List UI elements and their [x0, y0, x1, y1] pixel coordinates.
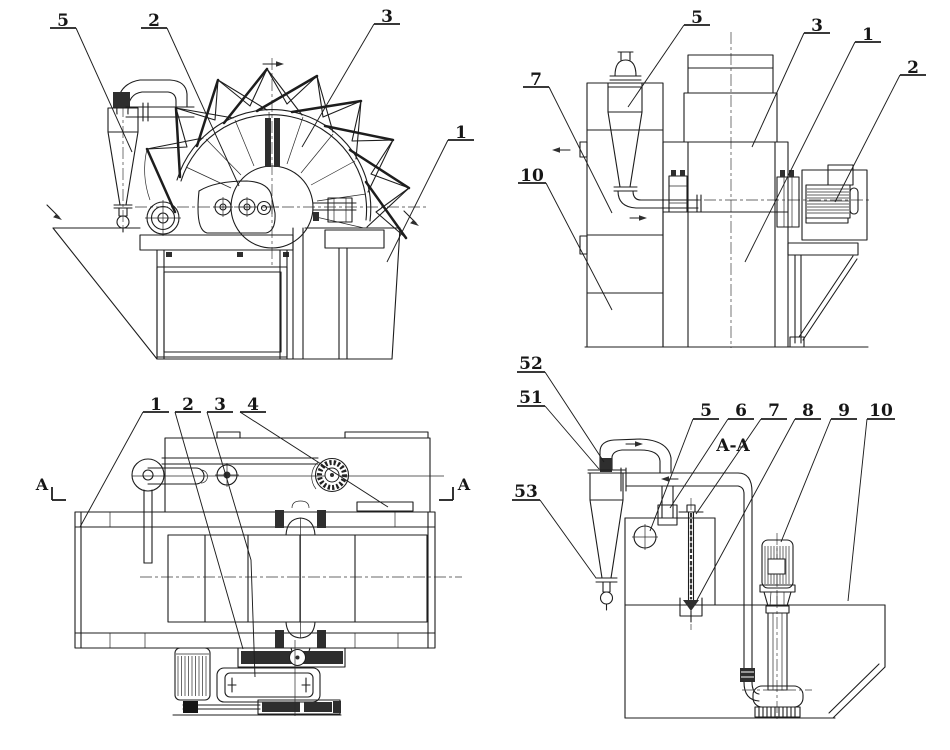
leader-section-10 — [847, 418, 868, 602]
duct-flange-hatch — [113, 92, 130, 108]
leader-front-3 — [301, 23, 375, 148]
base-stand — [139, 234, 294, 360]
plan-body — [74, 511, 436, 649]
front-callouts: 5 2 3 1 — [50, 7, 474, 263]
leader-section-53 — [539, 499, 597, 579]
fan-motor — [776, 164, 868, 241]
leader-plan-3 — [206, 411, 256, 678]
plan-pulley — [131, 458, 208, 564]
leader-side-10 — [545, 182, 613, 311]
leader-plan-2 — [174, 411, 244, 650]
label-front-1: 1 — [455, 123, 467, 143]
section-duct — [599, 438, 760, 702]
pipe-coupling — [740, 668, 755, 682]
section-callouts: 52 51 53 5 6 7 8 9 10 — [512, 354, 895, 602]
view-front: 5 2 3 1 — [46, 7, 474, 360]
leader-section-51 — [544, 405, 600, 470]
label-plan-3: 3 — [214, 395, 226, 415]
label-section-8: 8 — [802, 401, 814, 421]
feed-chute-strip — [265, 118, 271, 167]
view-side: 7 10 5 3 1 2 — [518, 8, 926, 348]
section-pump — [742, 539, 812, 718]
leader-plan-4 — [239, 411, 389, 508]
label-plan-1: 1 — [150, 395, 162, 415]
label-side-2: 2 — [907, 58, 919, 78]
hopper-tank — [52, 227, 401, 360]
pump-volute — [752, 685, 804, 708]
section-title: A-A — [715, 436, 750, 456]
drive-motor-pulley — [145, 200, 181, 236]
label-section-6: 6 — [735, 401, 747, 421]
label-front-3: 3 — [381, 7, 393, 27]
label-section-52: 52 — [519, 354, 543, 374]
output-shaft-bearing — [312, 197, 357, 223]
fan-tower — [662, 54, 789, 348]
separator-box — [552, 82, 664, 348]
label-side-10: 10 — [520, 166, 544, 186]
label-section-9: 9 — [838, 401, 850, 421]
feed-chute-strip — [274, 118, 280, 167]
motor-support — [584, 242, 869, 348]
label-plan-4: 4 — [247, 395, 259, 415]
gearbox — [197, 180, 276, 234]
leader-section-7 — [695, 418, 762, 515]
label-plan-2: 2 — [182, 395, 194, 415]
leader-side-7 — [548, 86, 613, 214]
bucket-wheel — [144, 67, 411, 249]
side-cyclone — [607, 51, 702, 221]
motor-fins — [807, 188, 849, 214]
section-cut-marks: A A — [35, 475, 471, 501]
flow-arrows — [46, 61, 419, 226]
label-section-7: 7 — [768, 401, 780, 421]
section-tank — [624, 517, 886, 719]
fines-cyclone — [107, 79, 195, 233]
plan-bearings — [275, 500, 326, 659]
label-front-5: 5 — [57, 11, 69, 31]
plan-motor-fins — [177, 656, 207, 696]
leader-plan-1 — [79, 411, 144, 528]
label-section-53: 53 — [514, 482, 538, 502]
leader-side-5 — [627, 24, 685, 108]
leader-section-6 — [669, 418, 729, 509]
plan-deck — [132, 431, 444, 513]
bucket-braces — [146, 68, 410, 228]
label-side-5: 5 — [691, 8, 703, 28]
leader-side-2 — [834, 74, 901, 203]
leader-side-1 — [744, 41, 856, 263]
view-section: A-A — [512, 354, 895, 722]
plan-idler — [215, 463, 239, 487]
label-section-5: 5 — [700, 401, 712, 421]
label-side-7: 7 — [530, 70, 542, 90]
plan-drum — [167, 534, 428, 623]
label-side-1: 1 — [862, 25, 874, 45]
view-plan: A A 1 2 3 4 — [35, 395, 471, 716]
leader-side-3 — [751, 32, 805, 148]
leader-section-5 — [649, 418, 694, 532]
side-callouts: 7 10 5 3 1 2 — [518, 8, 926, 311]
label-section-10: 10 — [869, 401, 893, 421]
plan-drive-unit — [172, 640, 346, 716]
label-side-3: 3 — [811, 16, 823, 36]
section-cyclone — [587, 469, 627, 611]
label-section-51: 51 — [519, 388, 543, 408]
leader-section-9 — [780, 418, 832, 543]
pump-base-ribs — [758, 706, 796, 718]
section-mark-right: A — [457, 475, 471, 494]
section-mark-left: A — [35, 475, 49, 494]
label-front-2: 2 — [148, 11, 160, 31]
leader-section-52 — [544, 371, 605, 463]
leader-front-2 — [166, 27, 240, 187]
leader-front-1 — [386, 139, 449, 263]
section-agitator — [678, 504, 704, 623]
leader-section-8 — [696, 418, 796, 601]
leader-front-5 — [75, 27, 133, 153]
plan-callouts: 1 2 3 4 — [79, 395, 389, 678]
duct-flange-hatch — [600, 458, 612, 472]
